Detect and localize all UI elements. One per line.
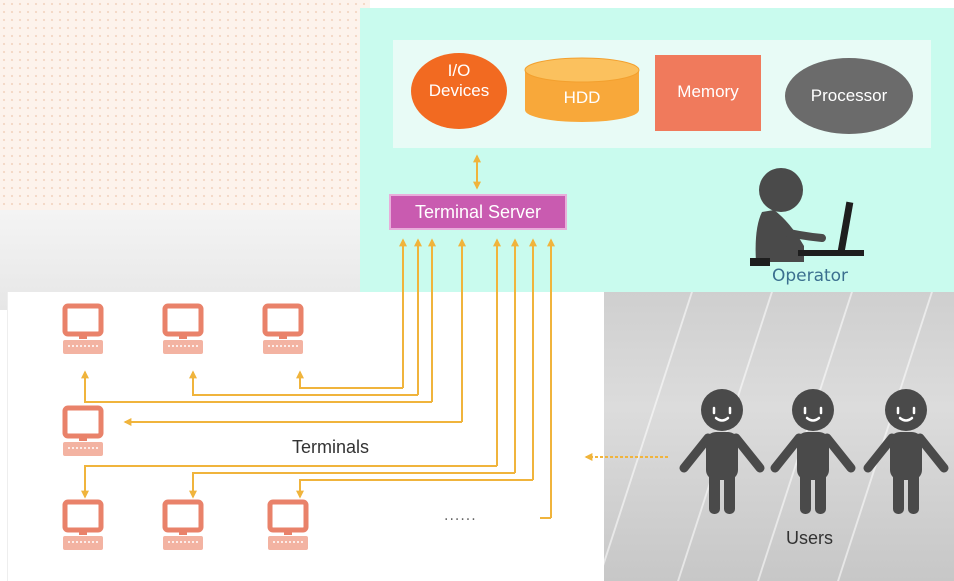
user-person-icon	[684, 389, 760, 514]
connection-line	[81, 465, 497, 499]
terminals-label: Terminals	[292, 437, 370, 457]
users-label: Users	[786, 528, 834, 548]
terminal-computer-icon	[263, 306, 303, 354]
terminal-computer-icon	[63, 408, 103, 456]
connection-line	[189, 370, 418, 396]
user-figures	[684, 389, 944, 514]
memory-label: Memory	[677, 82, 739, 101]
terminal-computer-icon	[268, 502, 308, 550]
io-devices-node: I/O Devices	[411, 53, 507, 129]
connection-line	[296, 479, 533, 499]
io-devices-label: I/O Devices	[428, 61, 490, 100]
terminal-server-box: Terminal Server	[389, 194, 567, 230]
terminal-icons	[63, 306, 308, 550]
terminal-computer-icon	[63, 306, 103, 354]
processor-node: Processor	[785, 58, 913, 134]
user-person-icon	[775, 389, 851, 514]
user-person-icon	[868, 389, 944, 514]
operator-label: Operator	[771, 266, 849, 286]
terminals-panel	[8, 292, 604, 581]
terminal-computer-icon	[163, 502, 203, 550]
hdd-label: HDD	[563, 88, 601, 107]
connection-line	[81, 370, 432, 403]
memory-node: Memory	[655, 55, 761, 131]
terminal-computer-icon	[63, 502, 103, 550]
processor-label: Processor	[810, 86, 888, 105]
connection-line	[296, 370, 403, 389]
terminal-connection-lines	[81, 238, 555, 519]
more-terminals-ellipsis: ......	[444, 508, 477, 524]
terminal-computer-icon	[163, 306, 203, 354]
connection-line	[189, 472, 515, 499]
